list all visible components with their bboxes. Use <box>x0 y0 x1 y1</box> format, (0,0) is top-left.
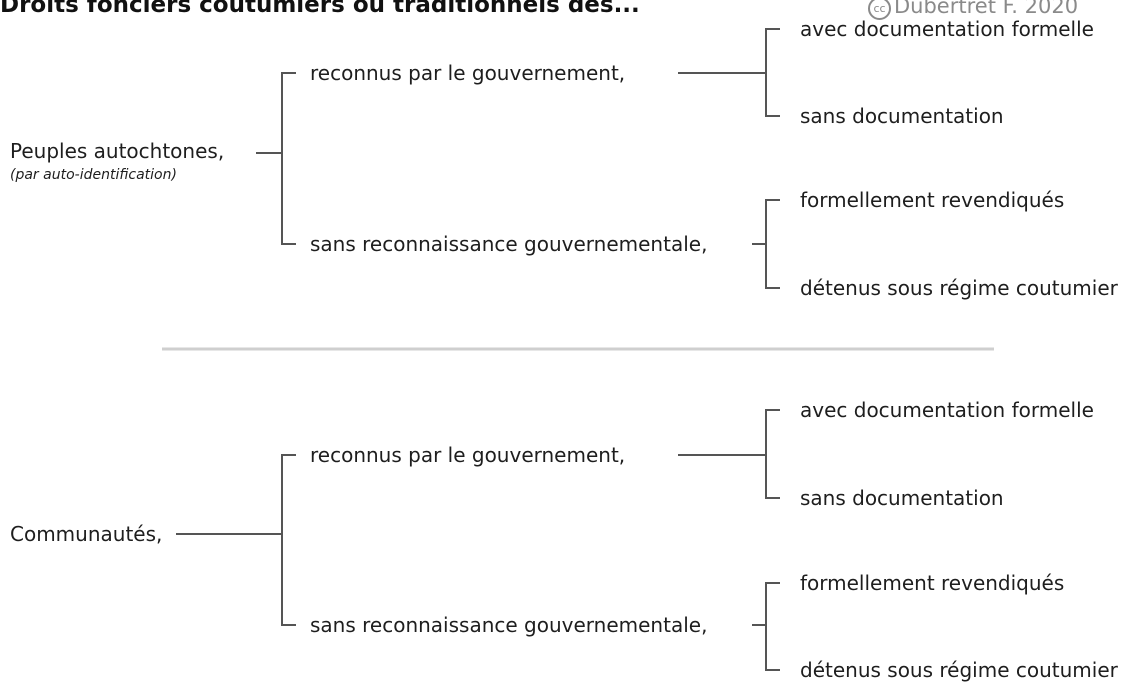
branch-label: sans reconnaissance gouvernementale, <box>310 613 708 637</box>
credit-text: Dubertret F. 2020 <box>894 0 1079 18</box>
leaf-bracket <box>765 28 780 117</box>
leaf-label: avec documentation formelle <box>800 17 1094 41</box>
leaf-bracket <box>765 409 780 499</box>
diagram-title: Droits fonciers coutumiers ou traditionn… <box>0 0 640 18</box>
leaf-label: formellement revendiqués <box>800 188 1065 212</box>
root-label: Peuples autochtones, <box>10 139 225 163</box>
creative-commons-icon: cc <box>868 0 891 20</box>
branch-label: sans reconnaissance gouvernementale, <box>310 232 708 256</box>
branch-bracket <box>281 72 296 245</box>
leaf-bracket <box>765 582 780 671</box>
root-label: Communautés, <box>10 522 163 546</box>
leaf-label: sans documentation <box>800 104 1004 128</box>
root-sublabel: (par auto-identification) <box>10 167 177 183</box>
leaf-label: avec documentation formelle <box>800 398 1094 422</box>
branch-bracket <box>281 454 296 626</box>
leaf-bracket <box>765 199 780 289</box>
leaf-label: détenus sous régime coutumier <box>800 658 1118 682</box>
branch-label: reconnus par le gouvernement, <box>310 61 626 85</box>
leaf-label: formellement revendiqués <box>800 571 1065 595</box>
branch-label: reconnus par le gouvernement, <box>310 443 626 467</box>
leaf-label: détenus sous régime coutumier <box>800 276 1118 300</box>
leaf-label: sans documentation <box>800 486 1004 510</box>
